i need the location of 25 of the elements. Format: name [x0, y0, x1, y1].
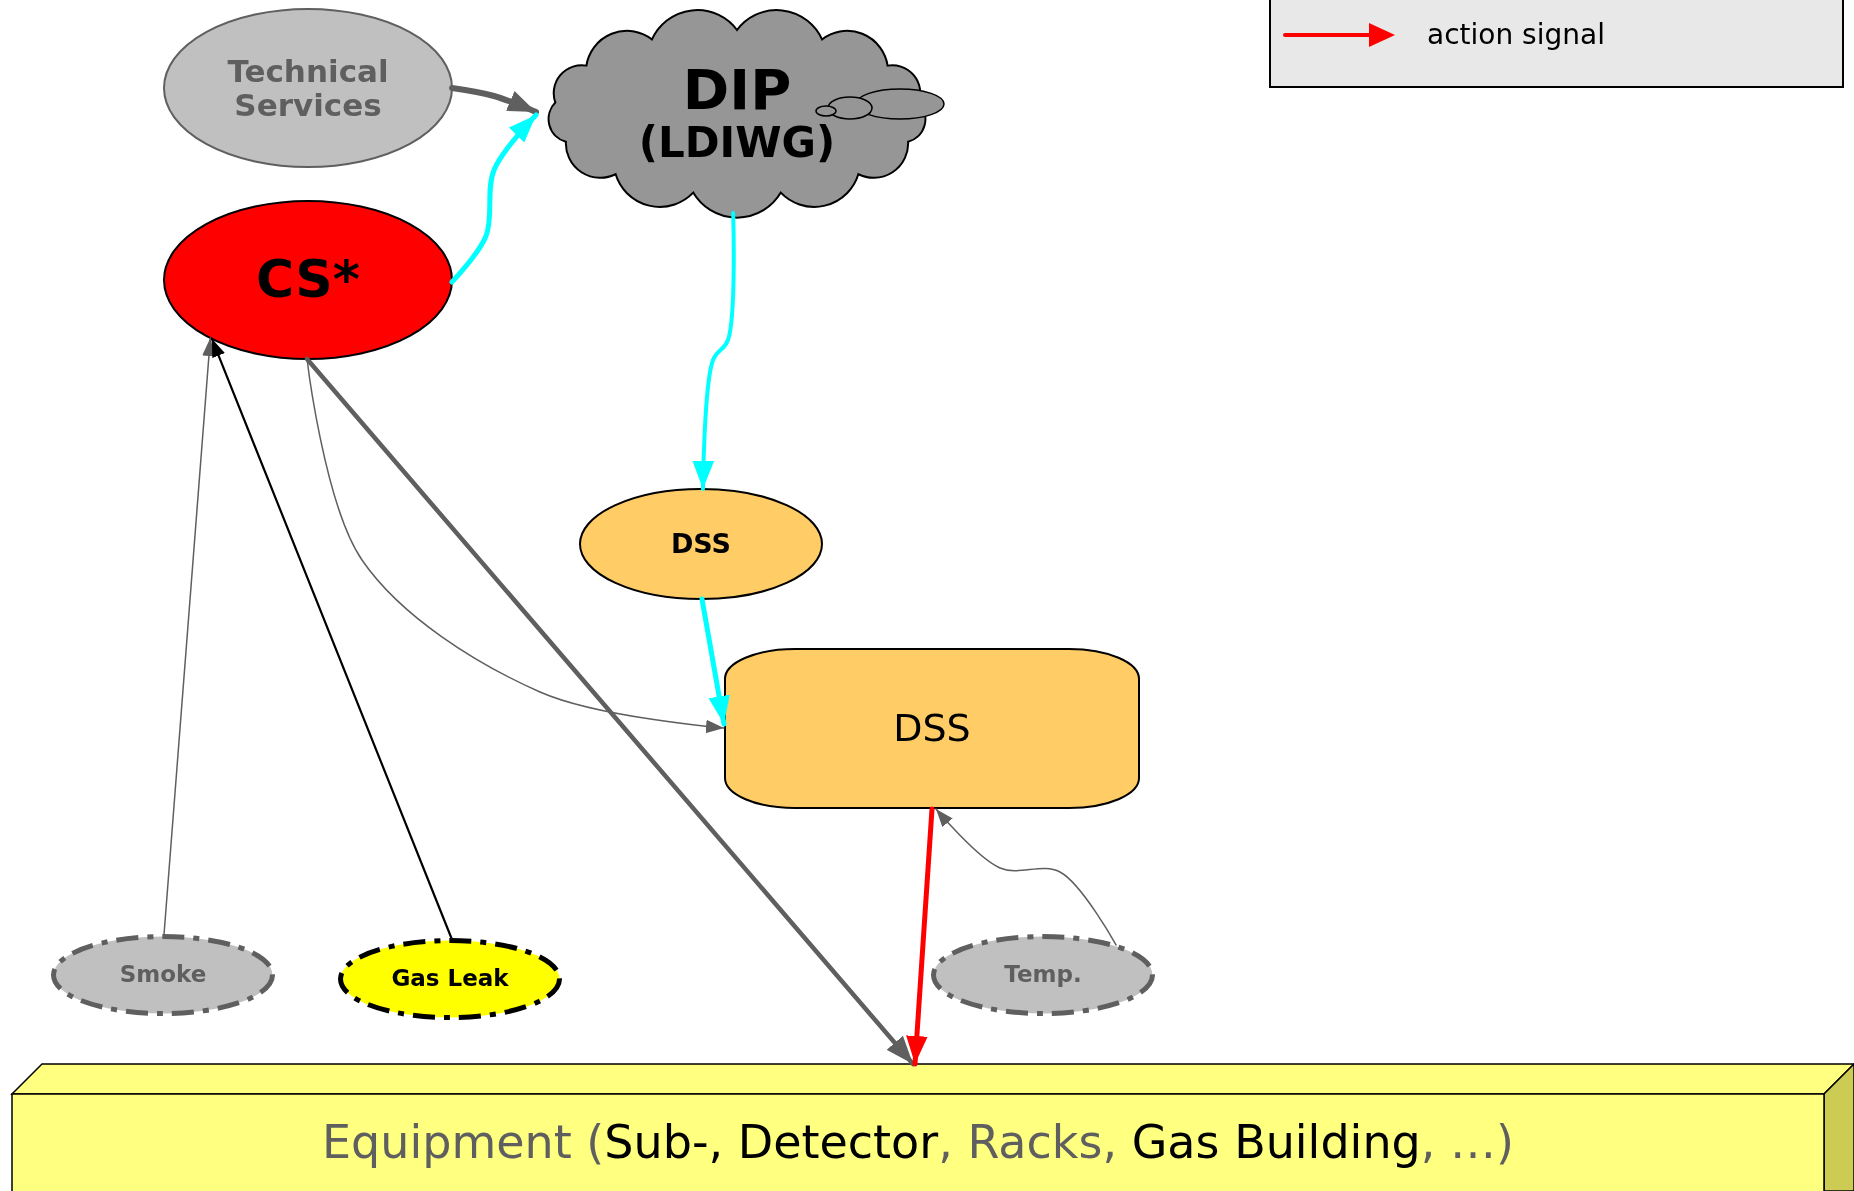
- arrow: [906, 806, 935, 1067]
- ellipse-node: [579, 488, 823, 600]
- node-label: DIP: [682, 58, 792, 121]
- legend-label: action signal: [1427, 18, 1605, 51]
- node-label: CS*: [256, 251, 360, 309]
- arrow: [699, 596, 730, 727]
- arrow: [449, 112, 539, 285]
- arrow: [304, 356, 916, 1067]
- node-label: (LDIWG): [638, 120, 836, 167]
- ellipse-node: [163, 8, 453, 168]
- node-label: DSS: [893, 707, 971, 750]
- node-label: Smoke: [119, 962, 207, 988]
- node-label: Technical Services: [226, 53, 390, 123]
- node-label: Temp.: [1004, 962, 1082, 988]
- node-label: DSS: [670, 529, 732, 559]
- arrow: [935, 808, 1117, 946]
- dashed-ellipse-node: [931, 934, 1155, 1016]
- dashed-ellipse-node: [51, 934, 275, 1016]
- ellipse-node: [163, 200, 453, 360]
- node-label: Gas Leak: [391, 966, 509, 992]
- arrow: [449, 85, 539, 115]
- arrow: [692, 211, 736, 491]
- arrow: [210, 337, 453, 941]
- dashed-ellipse-node: [338, 938, 562, 1020]
- rounded-box-node: [724, 648, 1140, 809]
